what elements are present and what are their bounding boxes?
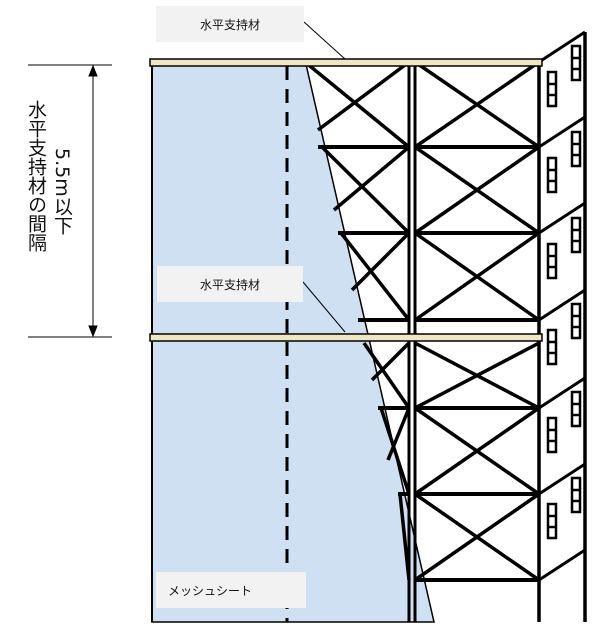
- top-leader-line: [303, 21, 346, 60]
- top-horizontal-member: [149, 58, 543, 67]
- top-member-label: 水平支持材: [156, 6, 304, 42]
- dimension-label-line2: 5.5m以下: [51, 148, 73, 235]
- mid-horizontal-member: [149, 333, 543, 342]
- dimension-indicator: [28, 64, 112, 338]
- mid-leader-line: [302, 281, 346, 333]
- mesh-sheet-label: メッシュシート: [156, 572, 306, 608]
- dimension-label-line1: 水平支持材の間隔: [25, 100, 47, 252]
- scaffold-frame: [303, 30, 587, 622]
- mid-member-label: 水平支持材: [157, 266, 303, 302]
